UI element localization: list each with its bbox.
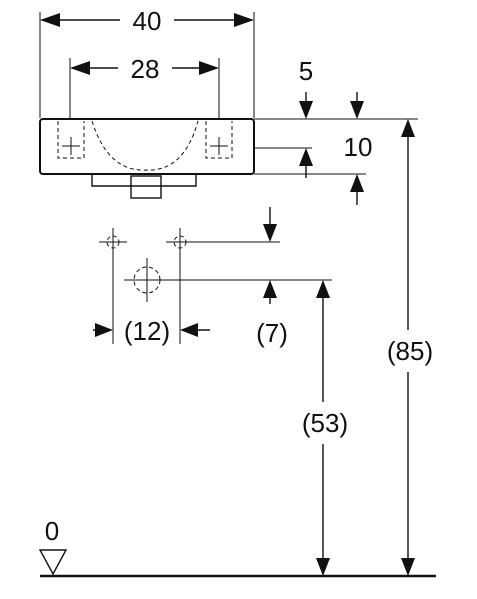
floor-level-label: 0 <box>45 516 59 546</box>
supply-spacing-label: (12) <box>124 316 170 346</box>
dimension-rim-height: 10 <box>299 132 372 205</box>
waste-outlet-icon <box>124 258 170 302</box>
dimension-supply-spacing: (12) <box>93 316 210 346</box>
overall-width-label: 40 <box>133 6 162 36</box>
supply-left-icon <box>99 228 127 256</box>
dimension-overall-width: 40 <box>39 6 255 118</box>
waste-height-label: (53) <box>302 408 348 438</box>
tap-hole-spacing-label: 28 <box>131 54 160 84</box>
tap-hole-right-icon <box>210 137 228 155</box>
floor-level: 0 <box>38 516 436 578</box>
dimension-top-offset: 5 <box>299 56 364 119</box>
dimension-total-height: (85) <box>387 119 433 576</box>
rim-height-label: 10 <box>344 132 373 162</box>
basin-body <box>39 118 255 199</box>
dimension-waste-height: (53) <box>302 280 348 576</box>
dimension-tap-hole-spacing: 28 <box>69 54 220 150</box>
dimension-supply-offset: (7) <box>256 207 288 348</box>
supply-offset-label: (7) <box>256 318 288 348</box>
supply-right-icon <box>166 228 194 256</box>
tap-hole-left-icon <box>62 137 80 155</box>
total-height-label: (85) <box>387 336 433 366</box>
top-offset-label: 5 <box>299 56 313 86</box>
